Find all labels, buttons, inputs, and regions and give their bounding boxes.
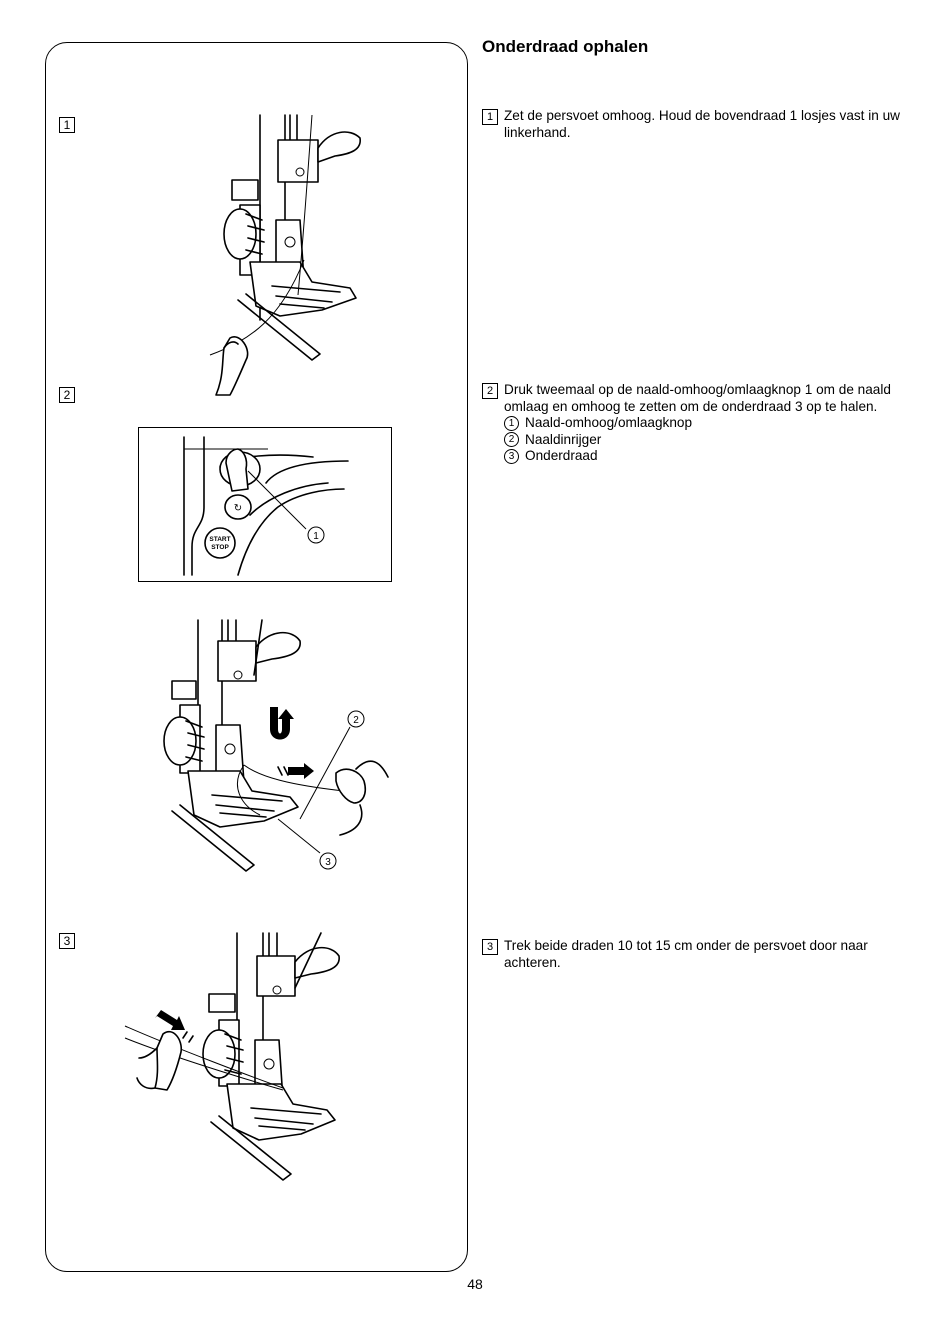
legend-label-3: Onderdraad — [525, 448, 598, 463]
instruction-step-1: 1 Zet de persvoet omhoog. Houd de bovend… — [482, 108, 912, 141]
illustration-needle-up: 2 3 — [163, 619, 389, 872]
callout-1: 1 — [313, 531, 319, 542]
instruction-step-2: 2 Druk tweemaal op de naald-omhoog/omlaa… — [482, 382, 912, 465]
legend-number-1: 1 — [504, 415, 519, 431]
step-marker-1: 1 — [59, 117, 75, 133]
illustration-presser-foot-raised — [209, 114, 361, 396]
illustration-pull-threads — [124, 932, 340, 1181]
instruction-step-3: 3 Trek beide draden 10 tot 15 cm onder d… — [482, 938, 912, 971]
svg-text:↻: ↻ — [234, 503, 242, 514]
legend-label-2: Naaldinrijger — [525, 431, 602, 447]
legend-item-1: 1 Naald-omhoog/omlaagknop — [504, 415, 912, 432]
step-number-3: 3 — [482, 939, 498, 955]
step-text-1: Zet de persvoet omhoog. Houd de bovendra… — [504, 108, 900, 140]
step-number-2: 2 — [482, 383, 498, 399]
legend-item-3: 3 Onderdraad — [504, 448, 912, 465]
callout-2: 2 — [353, 715, 359, 726]
step-text-2: Druk tweemaal op de naald-omhoog/omlaagk… — [504, 382, 891, 414]
illustration-panel — [45, 42, 468, 1272]
step-number-1: 1 — [482, 109, 498, 125]
button-panel-inset — [138, 427, 392, 582]
stop-label: STOP — [211, 544, 229, 551]
page-number: 48 — [467, 1276, 483, 1292]
legend-number-3: 3 — [504, 448, 519, 464]
step-text-3: Trek beide draden 10 tot 15 cm onder de … — [504, 938, 868, 970]
legend-item-2: 2 Naaldinrijger — [504, 432, 912, 449]
start-label: START — [209, 536, 230, 543]
callout-3: 3 — [325, 857, 331, 868]
legend-number-2: 2 — [504, 432, 519, 448]
step-marker-2: 2 — [59, 387, 75, 403]
legend-label-1: Naald-omhoog/omlaagknop — [525, 415, 693, 430]
illustration-needle-button: ⇕ ↻ START STOP 1 — [183, 436, 349, 576]
page-title: Onderdraad ophalen — [482, 37, 649, 56]
step-marker-3: 3 — [59, 933, 75, 949]
